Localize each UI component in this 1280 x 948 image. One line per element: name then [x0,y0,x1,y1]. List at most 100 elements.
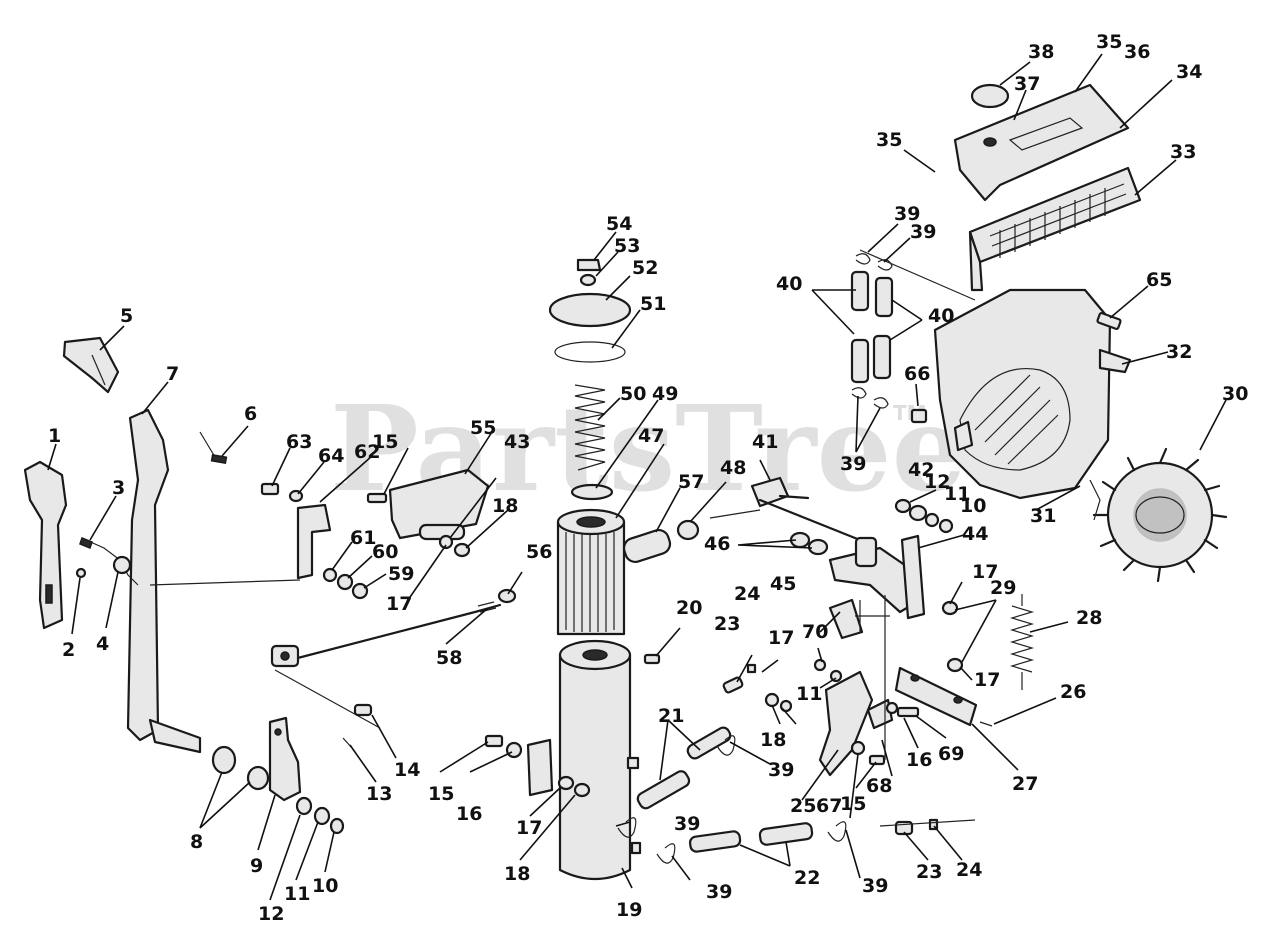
part-6-pin [210,453,228,465]
callout-10-left: 10 [312,875,338,897]
part-45-bracket [828,598,890,640]
callout-11-right: 11 [944,483,970,505]
callout-16-left: 16 [456,803,482,825]
callout-34: 34 [1176,61,1202,83]
part-40-tubes [850,249,976,384]
callout-15-right: 15 [840,793,866,815]
part-19-tube [558,639,642,880]
callout-30: 30 [1222,383,1248,405]
callout-18-top: 18 [492,495,518,517]
callout-23-bottom: 23 [916,861,942,883]
part-62-bracket [296,503,332,580]
callout-23-top: 23 [714,613,740,635]
callout-48: 48 [720,457,746,479]
part-52-cover [548,292,632,328]
part-44-shaft [758,498,926,620]
callout-55: 55 [470,417,496,439]
part-41-link [709,476,810,519]
callout-6: 6 [244,403,257,425]
part-58-rod [270,601,502,668]
callout-53: 53 [614,235,640,257]
part-13-14-bolt [274,669,381,749]
part-26-pin [979,721,993,727]
callout-44: 44 [962,523,988,545]
callout-38: 38 [1028,41,1054,63]
callout-46: 46 [704,533,730,555]
callout-56: 56 [526,541,552,563]
callout-17-left: 17 [386,593,412,615]
callout-67: 67 [816,795,842,817]
part-21-rods [636,726,732,810]
part-17-nut-right [941,600,959,616]
callout-39-c: 39 [840,453,866,475]
callout-36: 36 [1124,41,1150,63]
callout-54: 54 [606,213,632,235]
callout-40-right: 40 [928,305,954,327]
callout-27: 27 [1012,773,1038,795]
part-66-bolt [910,408,928,424]
callout-15-top: 15 [372,431,398,453]
callout-15-left: 15 [428,783,454,805]
callout-24-bottom: 24 [956,859,982,881]
part-7-lever [126,408,202,754]
part-34-cover [953,83,1130,202]
callout-37: 37 [1014,73,1040,95]
callout-18-center: 18 [760,729,786,751]
part-1-bracket [23,460,68,630]
part-53-washer [579,273,597,287]
part-29-nut [946,657,964,673]
callout-42: 42 [908,459,934,481]
part-3-spring [79,537,139,586]
part-2-ball [75,567,87,579]
callout-9: 9 [250,855,263,877]
callout-60: 60 [372,541,398,563]
callout-52: 52 [632,257,658,279]
callout-39-f: 39 [706,881,732,903]
callout-39-d: 39 [768,759,794,781]
callout-5: 5 [120,305,133,327]
part-54-nut [576,258,602,272]
callout-50: 50 [620,383,646,405]
callout-3: 3 [112,477,125,499]
callout-65: 65 [1146,269,1172,291]
callout-49: 49 [652,383,678,405]
callout-26: 26 [1060,681,1086,703]
callout-39-e: 39 [674,813,700,835]
callout-25: 25 [790,795,816,817]
parts-42-10-hardware [894,498,954,534]
callout-61: 61 [350,527,376,549]
fastener-set-59-64 [260,482,471,600]
callout-4: 4 [96,633,109,655]
callout-35-left: 35 [876,129,902,151]
part-51-ring [554,341,626,363]
callout-19: 19 [616,899,642,921]
callout-11-center: 11 [796,683,822,705]
callout-69: 69 [938,743,964,765]
part-20-plug [643,653,661,665]
callout-7: 7 [166,363,179,385]
callout-45: 45 [770,573,796,595]
callout-31: 31 [1030,505,1056,527]
callout-35-top: 35 [1096,31,1122,53]
part-33-heater [968,166,1142,292]
callout-18-tube: 18 [504,863,530,885]
callout-39-g: 39 [862,875,888,897]
callout-1: 1 [48,425,61,447]
callout-57: 57 [678,471,704,493]
part-50-spring [574,384,606,471]
callout-43: 43 [504,431,530,453]
callout-10-right: 10 [960,495,986,517]
callout-22: 22 [794,867,820,889]
callout-40-left: 40 [776,273,802,295]
callout-62: 62 [354,441,380,463]
callout-51: 51 [640,293,666,315]
callout-68: 68 [866,775,892,797]
part-38-knob [970,83,1010,109]
part-22-rods [688,822,814,853]
callout-47: 47 [638,425,664,447]
callout-29: 29 [990,577,1016,599]
leader-lines [47,53,1227,901]
callout-59: 59 [388,563,414,585]
part-5-knob [62,336,120,394]
